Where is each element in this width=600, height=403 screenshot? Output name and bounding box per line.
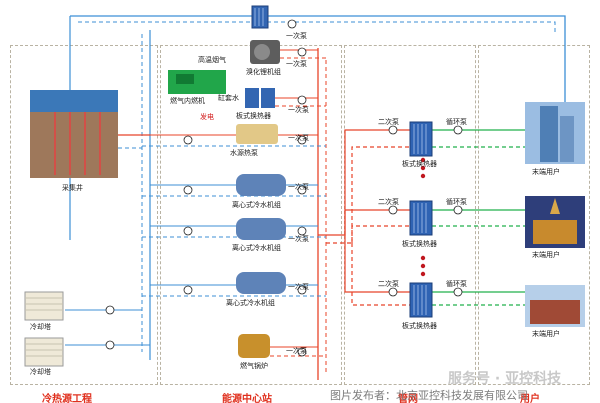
label-power-generation: 发电 (200, 113, 214, 121)
chiller-3-image (236, 272, 286, 294)
branch-chiller-3 (142, 284, 326, 297)
label-cooling-tower-1: 冷却塔 (30, 323, 51, 331)
waste-heat-chiller-image (250, 40, 280, 64)
label-exchanger-2: 板式换热器 (402, 240, 437, 248)
branch-heat-pump (142, 134, 326, 147)
label-chiller-2: 离心式冷水机组 (232, 244, 281, 252)
continuation-dots (420, 157, 426, 277)
cooling-tower-2-image (24, 337, 64, 367)
label-circulation-pump-2: 循环泵 (446, 198, 467, 206)
label-high-temp-flue-gas: 高温烟气 (198, 56, 226, 64)
label-jacket-water: 缸套水 (218, 94, 239, 102)
label-primary-pump-2: 一次泵 (288, 106, 309, 114)
label-end-user-2: 末端用户 (532, 251, 560, 259)
label-chiller-3: 离心式冷水机组 (226, 299, 275, 307)
exchanger-1-image (409, 121, 433, 157)
branch-chiller-2 (142, 225, 326, 238)
gas-boiler-image (238, 334, 270, 358)
plate-hx-small-image (245, 88, 275, 108)
label-exchanger-3: 板式换热器 (402, 322, 437, 330)
label-gas-boiler: 燃气锅炉 (240, 362, 268, 370)
zone-cold-heat-source (10, 45, 158, 385)
top-plate-hx-image (251, 5, 269, 29)
label-end-user-1: 末端用户 (532, 168, 560, 176)
user-loop-pipes (432, 129, 525, 306)
zone-users (478, 45, 590, 385)
label-plate-hx-small: 板式换热器 (236, 112, 271, 120)
branch-boiler (270, 346, 326, 357)
label-secondary-pump-1: 二次泵 (378, 118, 399, 126)
label-secondary-pump-3: 二次泵 (378, 280, 399, 288)
heat-pump-image (236, 124, 278, 144)
branch-chiller-1 (142, 184, 326, 197)
gas-engine-image (168, 70, 226, 94)
chiller-2-image (236, 218, 286, 240)
zone-title-users: 用户 (520, 394, 540, 403)
collection-well-image (30, 90, 118, 178)
exchanger-3-image (409, 282, 433, 318)
label-exchanger-1: 板式换热器 (402, 160, 437, 168)
chiller-1-image (236, 174, 286, 196)
label-primary-pump-6: 一次泵 (288, 283, 309, 291)
label-primary-pump-3: 一次泵 (288, 134, 309, 142)
exchanger-2-image (409, 200, 433, 236)
label-gas-engine: 燃气内燃机 (170, 97, 205, 105)
label-circulation-pump-3: 循环泵 (446, 280, 467, 288)
network-pipes (318, 129, 410, 306)
pump-icon-group (105, 19, 463, 357)
label-primary-pump-5: 一次泵 (288, 235, 309, 243)
label-cooling-tower-2: 冷却塔 (30, 368, 51, 376)
label-collection-well: 采集井 (62, 184, 83, 192)
label-primary-pump-4: 一次泵 (288, 183, 309, 191)
user-building-3-image (525, 285, 585, 327)
label-water-source-heat-pump: 水源热泵 (230, 149, 258, 157)
label-circulation-pump-1: 循环泵 (446, 118, 467, 126)
top-supply-pipe (70, 15, 566, 120)
label-end-user-3: 末端用户 (532, 330, 560, 338)
zone-title-cold-heat-source: 冷热源工程 (42, 394, 92, 403)
zone-title-energy-center: 能源中心站 (222, 394, 272, 403)
label-primary-pump-1: 一次泵 (286, 60, 307, 68)
watermark-account: 服务号 · 亚控科技 (448, 371, 562, 387)
top-return-pipe (78, 21, 556, 32)
user-building-1-image (525, 102, 585, 164)
watermark-publisher: 图片发布者：北京亚控科技发展有限公司 (330, 389, 528, 402)
label-secondary-pump-2: 二次泵 (378, 198, 399, 206)
zone-title-pipe-network: 管网 (398, 394, 418, 403)
label-waste-heat-chiller: 溴化锂机组 (246, 68, 281, 76)
label-chiller-1: 离心式冷水机组 (232, 201, 281, 209)
label-primary-pump-7: 一次泵 (286, 347, 307, 355)
label-top-primary-pump: 一次泵 (286, 32, 307, 40)
branch-plate-hx (275, 97, 326, 107)
cooling-tower-1-image (24, 291, 64, 321)
user-building-2-image (525, 196, 585, 248)
